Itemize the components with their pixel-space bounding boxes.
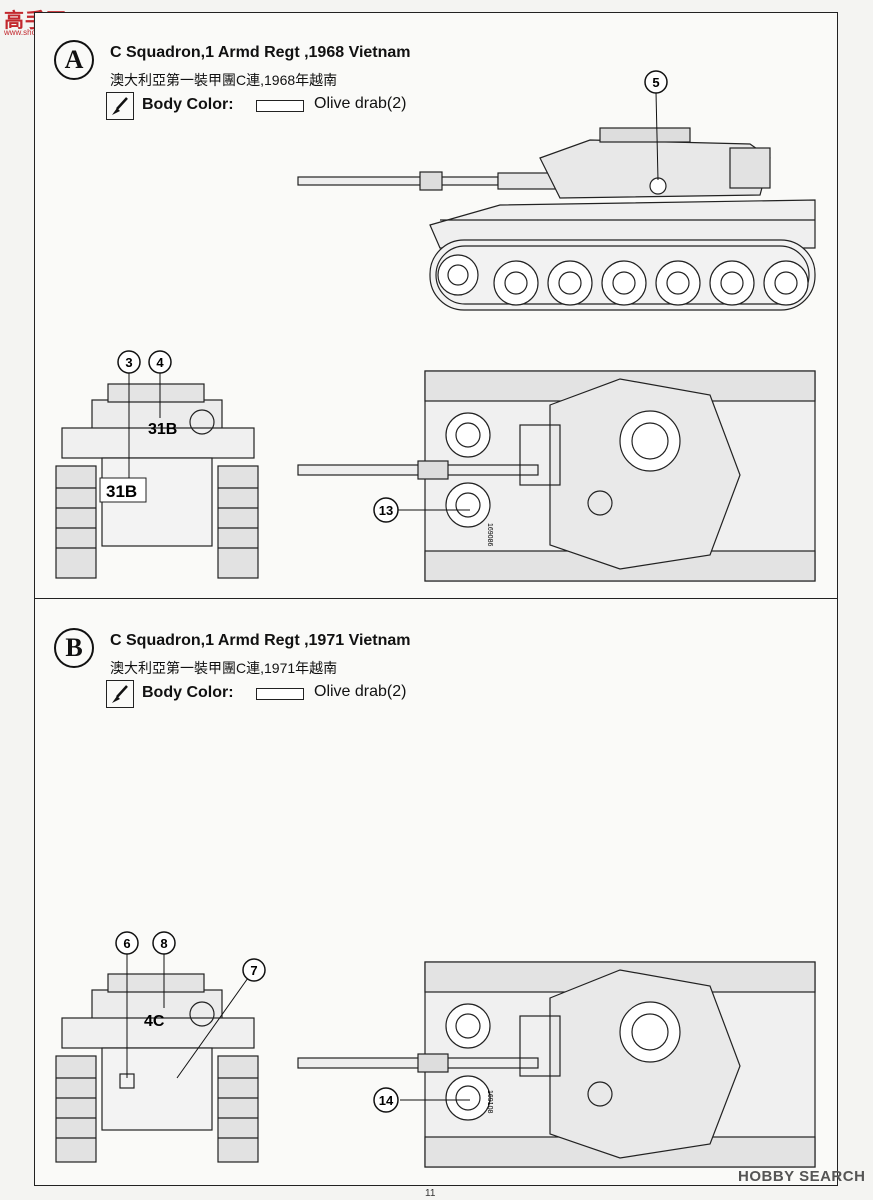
- hull-number-marking: 31B: [106, 482, 137, 501]
- section-a-top-view-drawing: 169086 13: [297, 370, 816, 582]
- callout-5: 5: [652, 75, 659, 90]
- callout-8: 8: [160, 936, 167, 951]
- watermark-site-text: www.shou.com: [4, 28, 58, 37]
- hobby-search-watermark: HOBBY SEARCH: [738, 1168, 866, 1185]
- section-a-body-color-label: Body Color:: [142, 96, 234, 113]
- section-a-title: C Squadron,1 Armd Regt ,1968 Vietnam: [110, 44, 411, 61]
- section-divider: [34, 598, 838, 599]
- section-a-color-swatch: [256, 100, 304, 112]
- turret-number-marking: 31B: [148, 421, 177, 438]
- section-b-front-view-drawing: 4C 6 8 7: [55, 931, 266, 1163]
- callout-14: 14: [379, 1093, 394, 1108]
- section-b-letter-badge: B: [54, 628, 94, 668]
- section-b-color-swatch: [256, 688, 304, 700]
- page-number: 11: [425, 1188, 436, 1199]
- turret-number-marking: 4C: [144, 1013, 165, 1030]
- section-a-letter-badge: A: [54, 40, 94, 80]
- callout-13: 13: [379, 503, 393, 518]
- section-a-color-name: Olive drab(2): [314, 95, 407, 112]
- section-b-top-view-drawing: 169108 14: [297, 961, 816, 1168]
- paintbrush-icon: [106, 92, 134, 120]
- side-serial-marking: 169086: [486, 523, 493, 546]
- section-b-title: C Squadron,1 Armd Regt ,1971 Vietnam: [110, 632, 411, 649]
- section-a-front-view-drawing: 31B 31B 3 4: [55, 350, 259, 579]
- section-b-color-name: Olive drab(2): [314, 683, 407, 700]
- section-b-body-color-label: Body Color:: [142, 684, 234, 701]
- callout-6: 6: [123, 936, 130, 951]
- side-serial-marking: 169108: [486, 1090, 493, 1113]
- section-a-subtitle: 澳大利亞第一裝甲團C連,1968年越南: [110, 72, 338, 88]
- callout-7: 7: [250, 963, 257, 978]
- callout-4: 4: [156, 355, 164, 370]
- section-b-subtitle: 澳大利亞第一裝甲團C連,1971年越南: [110, 660, 338, 676]
- callout-3: 3: [125, 355, 132, 370]
- paintbrush-icon: [106, 680, 134, 708]
- section-a-side-view-drawing: 5: [297, 70, 816, 311]
